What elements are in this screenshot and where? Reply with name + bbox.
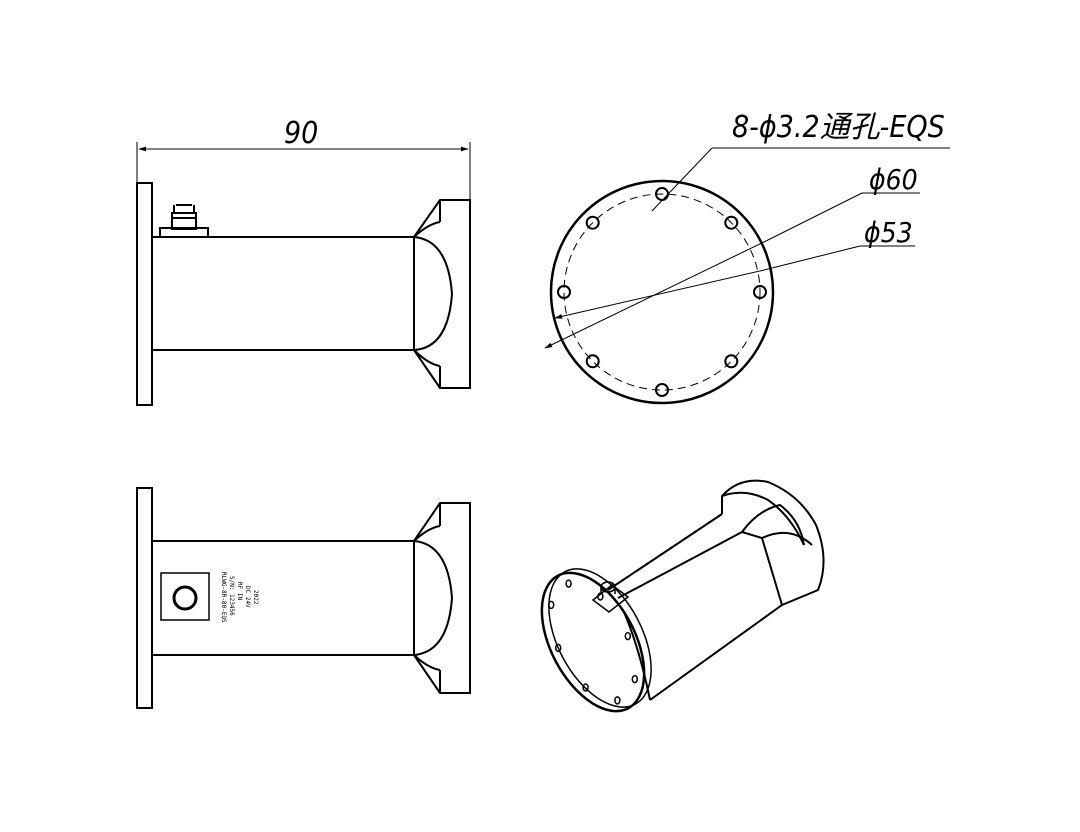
connector-port: [172, 585, 198, 611]
iso-bolt-hole: [547, 600, 555, 610]
dia53-leader: [554, 269, 765, 319]
dome-lens: [413, 236, 454, 351]
side-view-bottom: [136, 487, 471, 709]
bolt-hole: [655, 383, 669, 397]
bolt-holes: [557, 187, 767, 397]
bolt-hole: [724, 215, 739, 230]
isometric-view: [540, 479, 825, 713]
dimension-overall-length: 90: [136, 116, 471, 200]
connector-plate: [160, 572, 210, 621]
iso-horn: [721, 479, 825, 606]
horn-flare: [413, 199, 471, 389]
iso-bolt-hole: [631, 674, 639, 684]
hole-callout-label: 8-ϕ3.2通孔-EQS: [732, 110, 945, 145]
bolt-hole: [585, 354, 600, 369]
iso-bolt-hole: [565, 579, 572, 588]
bolt-hole: [585, 215, 600, 230]
main-body-bottom: [151, 540, 415, 656]
iso-body-top-edge: [607, 513, 723, 591]
outer-flange-circle: [549, 179, 775, 405]
nameplate-line-1: RLWG-8R-80-EQS: [220, 572, 227, 623]
nameplate-line-2: S/N: 123456: [228, 576, 235, 616]
bolt-circle: [563, 193, 761, 391]
front-view: [544, 147, 950, 405]
inner-diameter-label: ϕ53: [864, 216, 913, 249]
nameplate-line-4: DC 24V: [244, 586, 251, 608]
dia60-leader: [544, 239, 769, 349]
nameplate-line-3: RF IN: [236, 582, 243, 600]
iso-flange-front: [540, 571, 646, 713]
hole-leader: [651, 147, 713, 212]
horn-flare-bottom: [413, 502, 471, 694]
iso-body-bottom-edge: [649, 604, 783, 701]
side-view-top: [136, 182, 471, 406]
iso-flange-back: [548, 568, 652, 708]
iso-bolt-hole: [624, 631, 632, 641]
bolt-hole: [557, 285, 571, 299]
iso-bolt-hole: [614, 696, 621, 705]
iso-connector-base: [591, 584, 630, 613]
nameplate: RLWG-8R-80-EQS S/N: 123456 RF IN DC 24V …: [220, 572, 259, 623]
iso-bolt-hole: [582, 683, 589, 692]
nameplate-line-5: 2022: [252, 590, 259, 605]
bolt-hole: [724, 354, 739, 369]
bolt-circle-label: ϕ60: [869, 163, 918, 196]
left-flange: [136, 182, 153, 406]
connector-body: [171, 212, 197, 230]
main-body: [151, 236, 415, 351]
dome-lens-bottom: [413, 540, 454, 656]
bolt-hole: [753, 285, 767, 299]
dimension-90-label: 90: [284, 116, 318, 151]
iso-bolt-hole: [554, 643, 562, 653]
left-flange-bottom: [136, 487, 153, 709]
